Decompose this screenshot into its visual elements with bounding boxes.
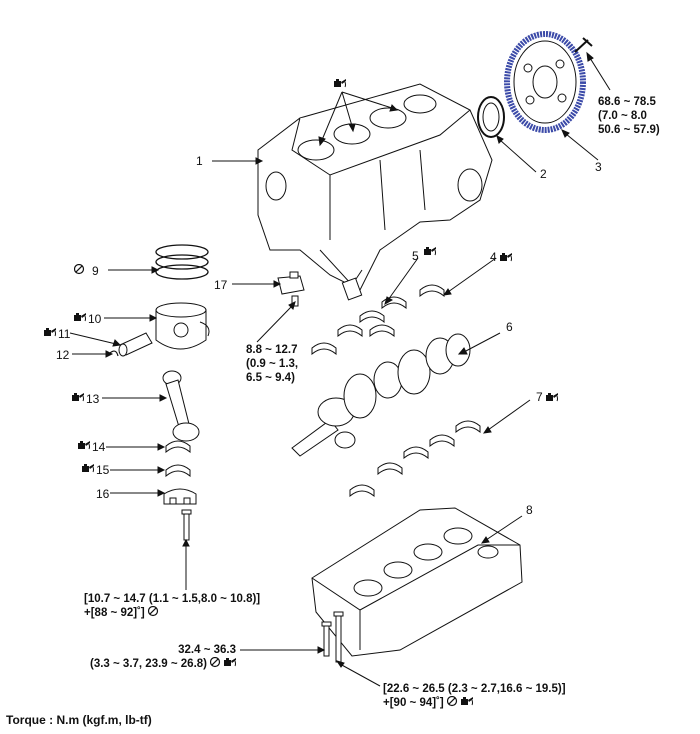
- oil-can-icon: [334, 78, 347, 88]
- small-bolt-torque-kgfm-lbft: (3.3 ~ 3.7, 23.9 ~ 26.8): [90, 658, 207, 670]
- oil-can-icon: [78, 440, 91, 450]
- callout-11: 11: [58, 327, 71, 341]
- conrod-bearing-lower: [165, 464, 191, 477]
- leader-lines: [69, 51, 611, 687]
- callout-13: 13: [86, 392, 100, 406]
- callout-8: 8: [526, 503, 533, 517]
- piston-rings: [155, 244, 209, 280]
- small-bolt-torque-row: (3.3 ~ 3.7, 23.9 ~ 26.8): [90, 656, 237, 671]
- oil-can-icon: [82, 463, 95, 473]
- do-not-reuse-icon: [147, 605, 159, 617]
- oil-jet-torque-nm: 8.8 ~ 12.7: [246, 344, 298, 356]
- callout-17: 17: [214, 278, 228, 292]
- conrod-bolt: [181, 509, 192, 541]
- oil-can-icon: [546, 392, 559, 402]
- conrod-torque: [10.7 ~ 14.7 (1.1 ~ 1.5,8.0 ~ 10.8)] +[8…: [84, 592, 260, 620]
- conrod-torque-line2-row: +[88 ~ 92]˚]: [84, 605, 260, 620]
- connecting-rod: [162, 370, 200, 442]
- oil-jet-torque-lbft: 6.5 ~ 9.4): [246, 372, 295, 384]
- lower-crankcase-main-bolt-torque: [22.6 ~ 26.5 (2.3 ~ 2.7,16.6 ~ 19.5)] +[…: [383, 682, 566, 710]
- oil-jet-torque: 8.8 ~ 12.7 (0.9 ~ 1.3, 6.5 ~ 9.4): [246, 343, 298, 385]
- do-not-reuse-icon: [446, 695, 458, 707]
- oil-can-icon: [460, 696, 474, 706]
- flywheel-torque-lbft: 50.6 ~ 57.9): [598, 124, 660, 136]
- crankshaft: [291, 333, 471, 457]
- lower-crankcase: [311, 507, 523, 657]
- flywheel: [504, 31, 593, 133]
- callout-7: 7: [536, 390, 543, 404]
- snap-ring: [109, 350, 119, 357]
- rear-oil-seal: [477, 96, 505, 138]
- callout-14: 14: [92, 440, 106, 454]
- do-not-reuse-icon: [210, 656, 221, 668]
- flywheel-torque-kgfm: (7.0 ~ 8.0: [598, 110, 647, 122]
- main-bolt-torque-angle: +[90 ~ 94]˚]: [383, 697, 444, 709]
- oil-jet-torque-kgfm: (0.9 ~ 1.3,: [246, 358, 299, 370]
- callout-3: 3: [595, 160, 602, 174]
- oil-can-icon: [424, 246, 437, 256]
- main-bearings-lower: [349, 420, 481, 497]
- oil-can-icon: [223, 657, 237, 667]
- torque-units-legend: Torque : N.m (kgf.m, lb-tf): [6, 713, 152, 727]
- callout-2: 2: [540, 167, 547, 181]
- cylinder-block: [257, 83, 493, 301]
- oil-jet: [277, 271, 305, 307]
- conrod-bearing-upper: [165, 440, 191, 453]
- callout-12: 12: [56, 348, 70, 362]
- do-not-reuse-icon: [74, 264, 85, 275]
- oil-can-icon: [74, 312, 87, 322]
- oil-can-icon: [500, 252, 513, 262]
- main-bolt-torque-line1: [22.6 ~ 26.5 (2.3 ~ 2.7,16.6 ~ 19.5)]: [383, 683, 566, 695]
- oil-can-icon: [72, 392, 85, 402]
- callout-9: 9: [92, 264, 99, 278]
- conrod-cap: [163, 488, 197, 505]
- callout-5: 5: [412, 249, 419, 263]
- callout-1: 1: [196, 154, 203, 168]
- flywheel-torque: 68.6 ~ 78.5 (7.0 ~ 8.0 50.6 ~ 57.9): [598, 95, 660, 137]
- small-bolt-torque-nm: 32.4 ~ 36.3: [178, 644, 236, 656]
- callout-16: 16: [96, 487, 110, 501]
- callout-4: 4: [490, 250, 497, 264]
- piston-pin: [118, 332, 153, 357]
- callout-6: 6: [506, 320, 513, 334]
- main-bolt-torque-line2-row: +[90 ~ 94]˚]: [383, 695, 566, 710]
- flywheel-torque-nm: 68.6 ~ 78.5: [598, 96, 656, 108]
- conrod-torque-angle: +[88 ~ 92]˚]: [84, 607, 145, 619]
- piston: [155, 302, 210, 350]
- main-bearings-upper: [311, 284, 445, 355]
- callout-15: 15: [96, 463, 110, 477]
- callout-10: 10: [88, 312, 102, 326]
- lower-crankcase-small-bolt-torque: 32.4 ~ 36.3: [150, 643, 320, 657]
- conrod-torque-line1: [10.7 ~ 14.7 (1.1 ~ 1.5,8.0 ~ 10.8)]: [84, 593, 261, 605]
- oil-can-icon: [44, 327, 57, 337]
